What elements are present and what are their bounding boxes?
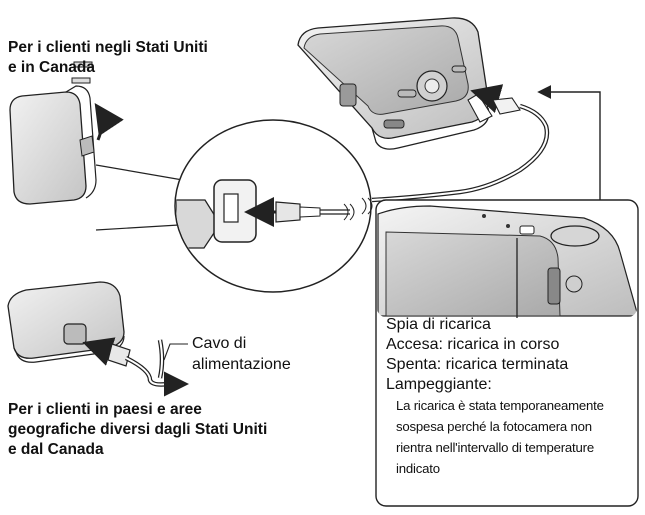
- charge-lamp-indicator: [519, 225, 535, 235]
- lamp-on-status: Accesa: ricarica in corso: [386, 336, 560, 353]
- usb-plug: [275, 201, 301, 223]
- fold-out-arrow: [94, 103, 124, 141]
- charge-lamp-detail: [375, 199, 639, 507]
- cord-insert-arrow: [82, 337, 116, 366]
- heading-line: e in Canada: [8, 59, 95, 76]
- us-canada-heading: Per i clienti negli Stati Uniti e in Can…: [8, 38, 208, 78]
- lamp-off-status: Spenta: ricarica terminata: [386, 356, 569, 373]
- us-ac-adapter: [9, 61, 124, 205]
- label-line: alimentazione: [192, 356, 291, 373]
- usb-connection-detail: [174, 119, 372, 293]
- plug-in-arrow: [470, 84, 504, 114]
- plug-prong: [73, 61, 93, 68]
- heading-line: e dal Canada: [8, 441, 104, 458]
- label-line: Cavo di: [192, 335, 247, 352]
- intl-ac-adapter: [7, 281, 189, 397]
- heading-line: Per i clienti negli Stati Uniti: [8, 39, 208, 56]
- cable-break: [361, 197, 373, 215]
- camera-usb-plug: [371, 84, 550, 203]
- camera-top-view: [297, 17, 490, 150]
- lamp-blinking-status: Lampeggiante:: [386, 376, 492, 393]
- charge-lamp-title: Spia di ricarica: [386, 316, 491, 333]
- blinking-detail-line: indicato: [396, 461, 440, 476]
- plug-prong: [71, 77, 91, 84]
- charge-lamp-legend: Spia di ricarica Accesa: ricarica in cor…: [386, 315, 604, 479]
- blinking-detail-line: La ricarica è stata temporaneamente: [396, 398, 604, 413]
- cord-label-leader: [163, 343, 188, 361]
- lamp-location-arrow: [537, 85, 601, 200]
- blinking-detail-line: rientra nell'intervallo di temperature: [396, 440, 594, 455]
- heading-line: geografiche diversi dagli Stati Uniti: [8, 421, 268, 438]
- heading-line: Per i clienti in paesi e aree: [8, 401, 202, 418]
- power-socket: [63, 323, 87, 345]
- other-countries-heading: Per i clienti in paesi e aree geografich…: [8, 400, 267, 460]
- power-cord-label: Cavo di alimentazione: [192, 333, 291, 375]
- blinking-detail-line: sospesa perché la fotocamera non: [396, 419, 592, 434]
